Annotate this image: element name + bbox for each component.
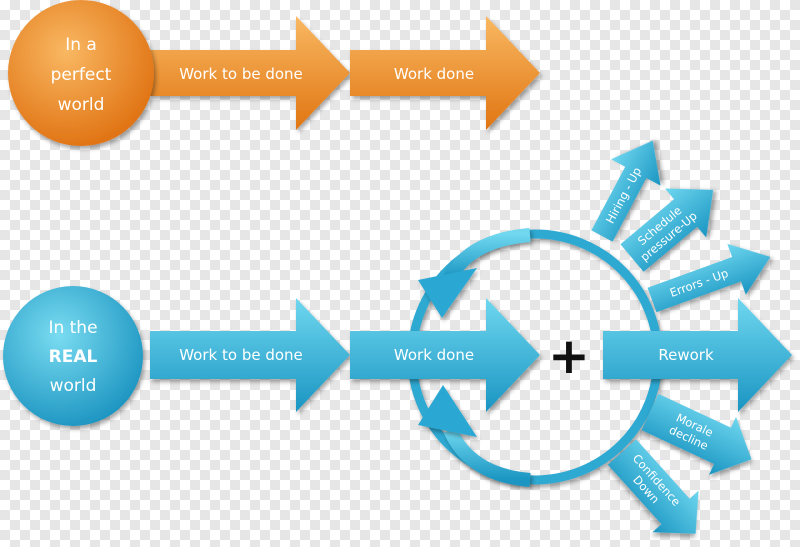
real-world-circle (3, 286, 143, 426)
real-world-row: Hiring - Up Schedule pressure-Up Errors … (3, 140, 792, 534)
perfect-arrow-work-done (350, 16, 540, 130)
perfect-world-row: In a perfect world Work to be done Work … (8, 0, 540, 146)
perfect-arrow-work-to-be-done (150, 16, 350, 130)
feedback-arrowhead-lower (418, 385, 477, 437)
feedback-arrow-lower (443, 426, 531, 487)
real-circle-line1: In the (48, 318, 97, 338)
real-arrow1-label: Work to be done (179, 346, 303, 364)
perfect-arrow2-label: Work done (394, 65, 474, 83)
plus-sign: + (548, 327, 590, 385)
rework-label: Rework (658, 346, 714, 364)
perfect-world-circle (8, 0, 154, 146)
perfect-circle-line2: perfect (51, 65, 112, 85)
real-arrow2-label: Work done (394, 346, 474, 364)
feedback-arrowhead-upper (418, 268, 477, 318)
real-arrow-work-done (350, 298, 540, 412)
perfect-circle-line1: In a (65, 35, 97, 55)
real-arrow-work-to-be-done (150, 298, 350, 412)
real-circle-line2: REAL (49, 347, 98, 367)
perfect-arrow1-label: Work to be done (179, 65, 303, 83)
real-circle-line3: world (50, 376, 97, 396)
feedback-arrow-upper (443, 228, 531, 282)
perfect-circle-line3: world (58, 95, 105, 115)
rework-arrow (603, 298, 792, 412)
